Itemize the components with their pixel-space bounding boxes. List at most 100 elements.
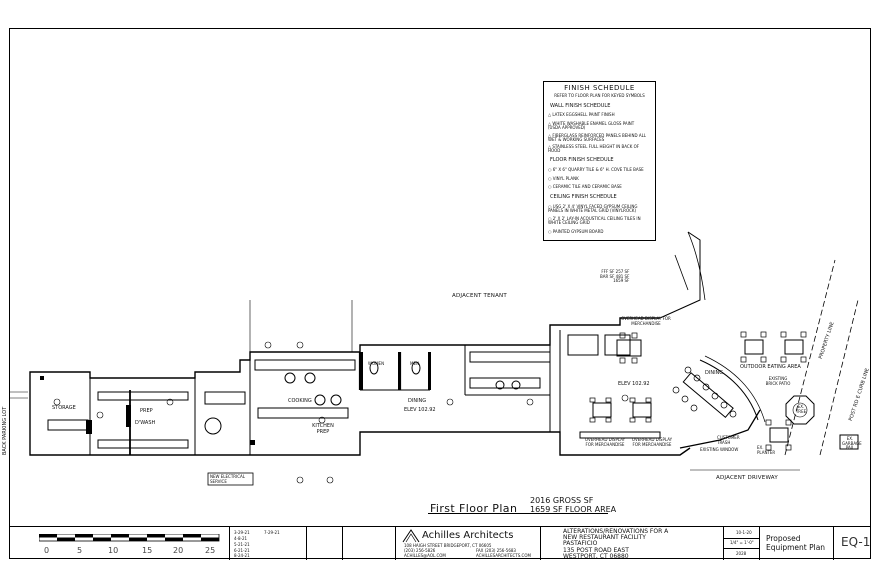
scale-value: 1/4" = 1'-0" — [730, 540, 754, 545]
label-new-electrical: NEW ELECTRICAL SERVICE — [210, 474, 245, 484]
drawing-title-area: 2016 GROSS SF 1659 SF FLOOR AREA — [530, 496, 616, 514]
info-divider — [724, 538, 760, 539]
revision-date: 4-8-21 — [234, 536, 248, 541]
wall-item: △ LATEX EGGSHELL PAINT FINISH — [548, 112, 615, 117]
scale-label: 0 — [44, 546, 50, 555]
ceiling-item-text: 2' X 2' LAY-IN ACOUSTICAL CEILING TILES … — [548, 216, 641, 226]
sheet-number: EQ-1 — [841, 535, 871, 549]
scale-label: 5 — [77, 546, 83, 555]
floor-item: ○ VINYL PLANK — [548, 176, 579, 181]
revision-date: 3-29-21 — [234, 530, 250, 535]
label-ex-tree: EX. TREE — [795, 404, 807, 414]
job-line: WESTPORT, CT 06880 — [563, 552, 629, 560]
label-dining-1: DINING — [408, 398, 427, 404]
gross-area: 2016 GROSS SF — [530, 496, 594, 505]
date-value: 10-1-20 — [736, 530, 752, 535]
finish-schedule-title: FINISH SCHEDULE — [564, 84, 635, 92]
floor-item-text: VINYL PLANK — [552, 176, 579, 181]
wall-item-text: LATEX EGGSHELL PAINT FINISH — [552, 112, 615, 117]
floor-item: ○ CERAMIC TILE AND CERAMIC BASE — [548, 184, 622, 189]
floor-item-text: CERAMIC TILE AND CERAMIC BASE — [552, 184, 622, 189]
floor-item-text: 6" X 6" QUARRY TILE & 6" H. COVE TILE BA… — [552, 167, 644, 172]
firm-web: ACHILLESARCHITECTS.COM — [476, 553, 531, 558]
job-line: 135 POST ROAD EAST — [563, 546, 629, 554]
wall-item: △ STAINLESS STEEL FULL HEIGHT IN BACK OF… — [548, 144, 640, 154]
scale-label: 15 — [142, 546, 153, 555]
drawing-sheet-border — [9, 28, 871, 559]
ceiling-item: ○ USG 2' X 4' VINYL FACED GYPSUM CEILING… — [548, 204, 638, 214]
job-line: ALTERATIONS/RENOVATIONS FOR A — [563, 528, 669, 535]
firm-email: ACHILLES@AOL.COM — [404, 553, 446, 558]
label-back-parking-lot: BACK PARKING LOT — [2, 406, 8, 455]
label-adjacent-driveway: ADJACENT DRIVEWAY — [716, 475, 778, 481]
sheet-cell: EQ-1 — [833, 527, 871, 560]
label-dining-2: DINING — [705, 370, 724, 376]
label-overhead-display-1: OVERHEAD DISPLAY FOR MERCHANDISE — [621, 316, 671, 326]
ceiling-item-text: USG 2' X 4' VINYL FACED GYPSUM CEILING P… — [548, 204, 638, 214]
ceiling-item-text: PAINTED GYPSUM BOARD — [552, 229, 604, 234]
drawing-title-underline — [428, 513, 608, 514]
label-customer-trash: CUSTOMER TRASH — [717, 435, 740, 445]
wall-schedule-title: WALL FINISH SCHEDULE — [550, 103, 611, 109]
wall-item: △ WHITE WASHABLE ENAMEL GLOSS PAINT (USD… — [548, 121, 635, 131]
wall-item: △ FIBERGLASS REINFORCED PANELS BEHIND AL… — [548, 133, 647, 143]
wall-item-text: FIBERGLASS REINFORCED PANELS BEHIND ALL … — [548, 133, 647, 143]
job-line: PASTAFICIO — [563, 540, 598, 548]
area-table: FFF SF 257 SF BAR SF 481 SF 1659 SF — [600, 269, 630, 284]
label-adjacent-tenant: ADJACENT TENANT — [452, 293, 507, 299]
firm-logo-icon — [402, 529, 420, 543]
firm-fax: FAX (203) 256-5683 — [476, 548, 516, 553]
drawing-name-line: Equipment Plan — [766, 543, 826, 552]
signature-cell — [342, 527, 395, 560]
area-row: BAR SF 481 SF — [600, 273, 630, 279]
floor-schedule-title: FLOOR FINISH SCHEDULE — [550, 157, 614, 163]
firm-address: 108 HAIGH STREET BRIDGEPORT, CT 06605 — [404, 543, 492, 548]
finish-schedule: FINISH SCHEDULE REFER TO FLOOR PLAN FOR … — [543, 81, 656, 241]
label-cooking: COOKING — [288, 398, 312, 404]
label-storage: STORAGE — [52, 405, 76, 411]
label-overhead-display-3: OVERHEAD DISPLAY FOR MERCHANDISE — [631, 437, 673, 447]
ceiling-item: ○ 2' X 2' LAY-IN ACOUSTICAL CEILING TILE… — [548, 216, 641, 226]
scale-bar — [39, 534, 220, 542]
label-outdoor-eating: OUTDOOR EATING AREA — [740, 364, 801, 370]
label-existing-window: EXISTING WINDOW — [700, 447, 739, 452]
label-existing-brick-patio: EXISTING BRICK PATIO — [765, 376, 791, 386]
drawing-name-cell: Proposed Equipment Plan — [759, 527, 833, 560]
job-no-value: 2028 — [736, 551, 747, 556]
wall-item-text: WHITE WASHABLE ENAMEL GLOSS PAINT (USDA … — [548, 121, 635, 131]
revision-date: 8-24-21 — [234, 553, 250, 558]
revision-date: 6-21-21 — [234, 548, 250, 553]
drawing-title-name: First Floor Plan — [430, 502, 518, 515]
firm-phone: (203) 256-5826 — [404, 548, 436, 553]
label-kitchen-prep: KITCHEN PREP — [312, 423, 334, 435]
firm-cell: Achilles Architects 108 HAIGH STREET BRI… — [395, 527, 540, 560]
label-women: WOMEN — [368, 361, 385, 366]
drawing-title: First Floor Plan — [430, 497, 517, 516]
floor-item: ○ 6" X 6" QUARRY TILE & 6" H. COVE TILE … — [548, 167, 644, 172]
label-ex-planter: EX. PLANTER — [757, 445, 776, 455]
scale-label: 25 — [205, 546, 216, 555]
title-block: 0 5 10 15 20 25 3-29-21 7-29-21 4-8-21 5… — [9, 526, 871, 560]
area-row: FFF SF 257 SF — [601, 269, 630, 274]
seal-cell — [306, 527, 342, 560]
floor-area: 1659 SF FLOOR AREA — [530, 505, 617, 514]
drawing-name-line: Proposed — [766, 534, 801, 543]
scale-label: 20 — [173, 546, 184, 555]
label-ex-garbage: EX. GARBAGE PAIL — [842, 436, 862, 451]
revision-date: 5-21-21 — [234, 542, 250, 547]
finish-schedule-note: REFER TO FLOOR PLAN FOR KEYED SYMBOLS — [554, 93, 645, 98]
job-cell: ALTERATIONS/RENOVATIONS FOR A NEW RESTAU… — [540, 527, 723, 560]
label-dwash: D'WASH — [135, 420, 156, 426]
area-row: 1659 SF — [613, 278, 630, 284]
info-cell: 10-1-20 1/4" = 1'-0" 2028 — [723, 527, 760, 560]
job-line: NEW RESTAURANT FACILITY — [563, 534, 646, 542]
job-description: ALTERATIONS/RENOVATIONS FOR A NEW RESTAU… — [563, 528, 669, 560]
ceiling-schedule-title: CEILING FINISH SCHEDULE — [550, 194, 617, 200]
scale-label: 10 — [108, 546, 119, 555]
info-divider — [724, 548, 760, 549]
wall-item-text: STAINLESS STEEL FULL HEIGHT IN BACK OF H… — [548, 144, 640, 154]
ceiling-item: ○ PAINTED GYPSUM BOARD — [548, 229, 604, 234]
label-men: MEN — [410, 361, 419, 366]
label-overhead-display-2: OVERHEAD DISPLAY FOR MERCHANDISE — [584, 437, 626, 447]
